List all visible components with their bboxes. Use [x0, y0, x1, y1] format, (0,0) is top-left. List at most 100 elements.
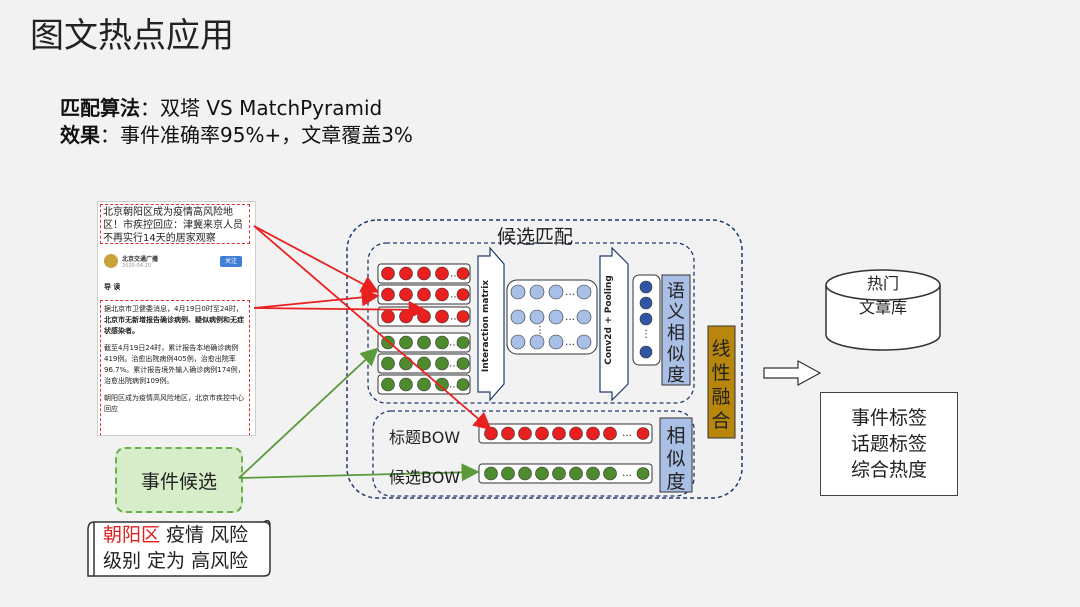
green-token [586, 466, 600, 481]
red-token [484, 426, 498, 441]
para2: 截至4月19日24时，累计报告本地确诊病例419例。治愈出院病例405例，治愈出… [104, 344, 245, 385]
article-guide: 导 读 [104, 283, 121, 291]
red-token [456, 310, 470, 323]
db-line2: 文章库 [858, 298, 907, 317]
vertical-char: 融 [711, 386, 730, 408]
red-token [417, 309, 431, 324]
vertical-char: 性 [711, 362, 730, 384]
red-token [501, 426, 515, 441]
vertical-char: 义 [667, 302, 685, 323]
vertical-char: 相 [667, 323, 685, 344]
green-token [435, 356, 449, 371]
green-token [456, 378, 470, 391]
interaction-label: Interaction matrix [481, 280, 491, 372]
green-token [569, 466, 583, 481]
green-token [381, 377, 395, 392]
matrix-cell [529, 334, 545, 350]
green-token [636, 467, 650, 480]
interaction-arrow [477, 246, 505, 402]
green-token [399, 335, 413, 350]
semantic-label-box [661, 274, 691, 386]
red-token [417, 287, 431, 302]
article-headline: 北京朝阳区成为疫情高风险地区！市疾控回应：津冀来京人员不再实行14天的居家观察 [100, 204, 250, 244]
para1-bold: 北京市无新增报告确诊病例、疑似病例和无症状感染者。 [104, 316, 244, 335]
green-token [399, 377, 413, 392]
account-name: 北京交通广播 [122, 256, 159, 263]
output-box: 事件标签 话题标签 综合热度 [820, 392, 958, 496]
algorithm-line: 匹配算法：双塔 VS MatchPyramid [60, 92, 382, 121]
title-bow-label: 标题BOW [389, 428, 461, 447]
scroll-red-word: 朝阳区 [103, 524, 161, 546]
green-token [435, 377, 449, 392]
matrix-vertical-ellipsis: ⋮ [535, 325, 545, 336]
red-token [636, 427, 650, 440]
red-token [456, 288, 470, 301]
effect-sep: ： [100, 123, 120, 147]
slide-title: 图文热点应用 [30, 16, 234, 56]
green-token [417, 377, 431, 392]
vector-dot [639, 345, 653, 359]
fusion-box [707, 325, 736, 439]
vector-ellipsis: ⋮ [641, 329, 651, 340]
green-token [456, 357, 470, 370]
green-token [501, 466, 515, 481]
green-links [238, 347, 480, 482]
row-ellipsis: … [450, 290, 460, 301]
vector-dot [639, 280, 653, 294]
red-token [435, 287, 449, 302]
matrix-cell [510, 334, 526, 350]
vertical-char: 语 [667, 281, 685, 302]
bow-box [372, 410, 695, 497]
db-label: 热门 文章库 [826, 272, 940, 320]
conv-arrow [599, 246, 629, 402]
green-token [518, 466, 532, 481]
follow-button[interactable]: 关注 [220, 256, 242, 267]
conv-label: Conv2d + Pooling [604, 275, 614, 365]
output-item: 综合热度 [850, 459, 927, 481]
green-token [552, 466, 566, 481]
row-ellipsis: … [450, 312, 460, 323]
row-ellipsis: … [449, 380, 459, 391]
matrix-cell [529, 284, 545, 300]
match-title: 候选匹配 [497, 226, 574, 248]
red-token [552, 426, 566, 441]
green-token [484, 466, 498, 481]
matrix-cell [510, 284, 526, 300]
green-token [399, 356, 413, 371]
red-token [586, 426, 600, 441]
matrix-cell [576, 334, 592, 350]
event-candidate-box: 事件候选 [115, 447, 243, 513]
matrix-ellipsis: … [565, 287, 575, 298]
effect-value: 事件准确率95%+，文章覆盖3% [120, 123, 413, 147]
vertical-char: 合 [711, 410, 730, 432]
bow-ellipsis: … [622, 428, 632, 439]
matrix-ellipsis: … [565, 337, 575, 348]
green-token [381, 356, 395, 371]
vertical-char: 似 [667, 344, 685, 365]
red-token [381, 309, 395, 324]
vector-dot [639, 312, 653, 326]
matrix-cell [529, 309, 545, 325]
db-cylinder [825, 269, 941, 351]
green-token [435, 335, 449, 350]
bow-ellipsis: … [622, 468, 632, 479]
red-token [381, 287, 395, 302]
account-avatar [104, 254, 118, 268]
matrix-cell [548, 284, 564, 300]
vertical-char: 线 [711, 338, 730, 360]
vertical-char: 度 [667, 365, 685, 386]
para1-plain: 据北京市卫健委消息，4月19日0时至24时， [104, 305, 243, 313]
red-links [253, 225, 492, 431]
matrix-cell [548, 309, 564, 325]
scroll-note: 朝阳区 疫情 风险 级别 定为 高风险 [103, 522, 248, 574]
matrix-cell [548, 334, 564, 350]
red-token [417, 266, 431, 281]
article-screenshot: 北京朝阳区成为疫情高风险地区！市疾控回应：津冀来京人员不再实行14天的居家观察 … [97, 201, 256, 436]
green-token [417, 356, 431, 371]
red-token [535, 426, 549, 441]
green-token [456, 336, 470, 349]
red-token [399, 309, 413, 324]
similar-label-box [659, 417, 693, 493]
red-token [603, 426, 617, 441]
